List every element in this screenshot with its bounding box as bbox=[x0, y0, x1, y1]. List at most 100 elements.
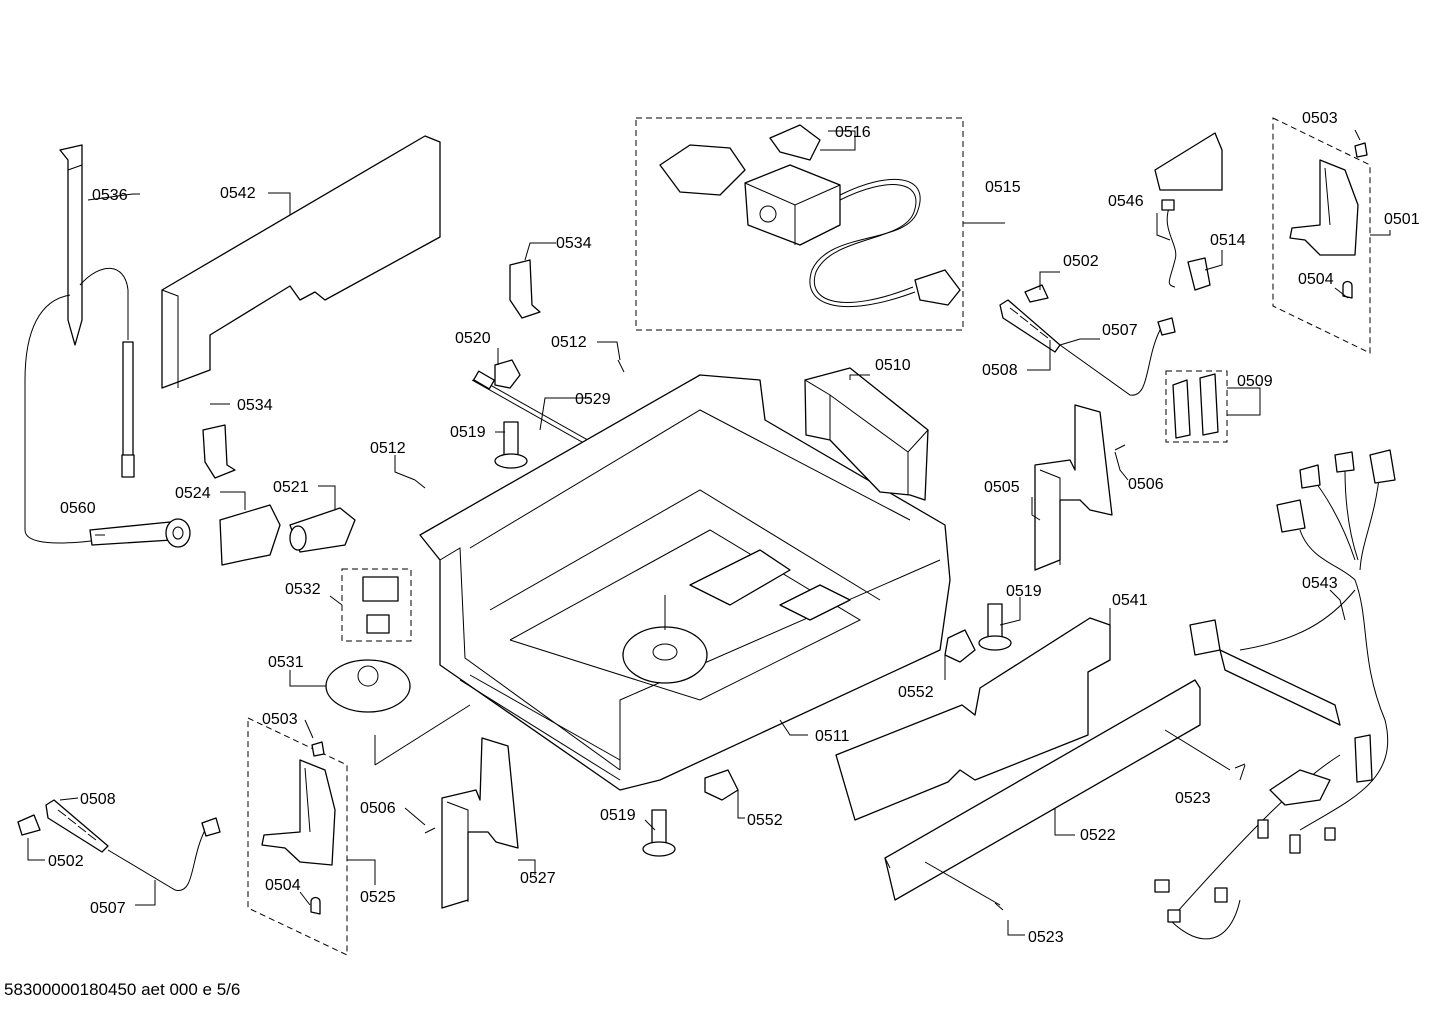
wire-0507-bottom bbox=[107, 817, 221, 891]
label-0505: 0505 bbox=[984, 479, 1020, 496]
label-0527: 0527 bbox=[520, 870, 556, 887]
hinge-parts-0509 bbox=[1172, 373, 1219, 439]
label-0542: 0542 bbox=[220, 185, 256, 202]
label-0524: 0524 bbox=[175, 485, 211, 502]
connector-0514 bbox=[1187, 257, 1211, 291]
label-0504-top: 0504 bbox=[1298, 271, 1334, 288]
label-0507-top: 0507 bbox=[1102, 322, 1138, 339]
screw-0506-bottom bbox=[424, 827, 436, 834]
label-0519-bottom: 0519 bbox=[600, 807, 636, 824]
label-0501: 0501 bbox=[1384, 211, 1420, 228]
label-0516: 0516 bbox=[835, 124, 871, 141]
screw-0506-right bbox=[1114, 444, 1126, 451]
label-0512-top: 0512 bbox=[551, 334, 587, 351]
base-frame-0511 bbox=[419, 374, 951, 791]
panel-0542 bbox=[161, 135, 441, 389]
bracket-0527 bbox=[441, 737, 519, 909]
harness-0543 bbox=[1154, 449, 1396, 940]
footer-code: 58300000180450 aet 000 e 5/6 bbox=[4, 980, 241, 999]
label-0519-top: 0519 bbox=[450, 424, 486, 441]
sensor-0560 bbox=[89, 518, 191, 548]
label-0534-top: 0534 bbox=[556, 235, 592, 252]
relay-0532 bbox=[362, 576, 399, 634]
part-0520 bbox=[494, 359, 521, 389]
clip-0534-left bbox=[202, 424, 236, 479]
label-0541: 0541 bbox=[1112, 592, 1148, 609]
foot-0519-c bbox=[642, 809, 676, 857]
label-0552-bottom: 0552 bbox=[747, 812, 783, 829]
label-0503-bottom: 0503 bbox=[262, 711, 298, 728]
label-0507-bottom: 0507 bbox=[90, 900, 126, 917]
label-0552-right: 0552 bbox=[898, 684, 934, 701]
spring-0508-bottom bbox=[45, 799, 109, 853]
screw-0503-top bbox=[1354, 142, 1368, 158]
label-0519-right: 0519 bbox=[1006, 583, 1042, 600]
label-0522: 0522 bbox=[1080, 827, 1116, 844]
group-box-0509 bbox=[1165, 370, 1228, 443]
box-0515 bbox=[744, 164, 841, 246]
label-0512-left: 0512 bbox=[370, 440, 406, 457]
label-0502-bottom: 0502 bbox=[48, 853, 84, 870]
screw-0512-a bbox=[617, 359, 625, 373]
label-0506-bottom: 0506 bbox=[360, 800, 396, 817]
label-0523-right: 0523 bbox=[1175, 790, 1211, 807]
label-0503-top: 0503 bbox=[1302, 110, 1338, 127]
label-0546: 0546 bbox=[1108, 193, 1144, 210]
wire-0546 bbox=[1161, 199, 1177, 288]
group-box-0501 bbox=[1272, 117, 1371, 354]
module-0510 bbox=[804, 367, 929, 501]
label-0521: 0521 bbox=[273, 479, 309, 496]
disk-0531 bbox=[325, 659, 471, 766]
label-0515: 0515 bbox=[985, 179, 1021, 196]
label-0514: 0514 bbox=[1210, 232, 1246, 249]
screw-0503-bottom bbox=[311, 741, 325, 757]
clip-0552-right bbox=[944, 629, 976, 663]
label-0523-bottom: 0523 bbox=[1028, 929, 1064, 946]
clip-0534-top bbox=[509, 259, 541, 319]
bracket-0505 bbox=[1034, 404, 1113, 571]
label-0536: 0536 bbox=[92, 187, 128, 204]
board-0546 bbox=[1154, 132, 1223, 191]
panel-0541 bbox=[835, 617, 1111, 821]
cover-0515 bbox=[659, 144, 746, 196]
rod-0536 bbox=[24, 144, 135, 544]
label-0525: 0525 bbox=[360, 889, 396, 906]
clip-0552-bottom bbox=[704, 769, 739, 801]
clip-0504-bottom bbox=[310, 896, 321, 915]
power-cord-0515 bbox=[809, 178, 961, 308]
label-0534-left: 0534 bbox=[237, 397, 273, 414]
label-0520: 0520 bbox=[455, 330, 491, 347]
clip-0502-top bbox=[1024, 284, 1049, 303]
foot-0519-a bbox=[494, 421, 528, 469]
label-0502-top: 0502 bbox=[1063, 253, 1099, 270]
label-0532: 0532 bbox=[285, 581, 321, 598]
part-labels: 0536 0542 0534 0516 0515 0546 0514 0503 … bbox=[48, 110, 1420, 946]
screw-0523-b bbox=[994, 902, 1004, 911]
part-0524 bbox=[219, 504, 281, 566]
wire-0507-top bbox=[1059, 317, 1176, 396]
label-0510: 0510 bbox=[875, 357, 911, 374]
label-0506-right: 0506 bbox=[1128, 476, 1164, 493]
label-0511: 0511 bbox=[815, 728, 850, 745]
label-0504-bottom: 0504 bbox=[265, 877, 301, 894]
pump-0521 bbox=[289, 507, 356, 553]
panel-0522 bbox=[884, 679, 1201, 901]
clip-0502-bottom bbox=[17, 814, 41, 836]
label-0560: 0560 bbox=[60, 500, 96, 517]
foot-0519-b bbox=[978, 603, 1012, 651]
label-0508-bottom: 0508 bbox=[80, 791, 116, 808]
label-0529: 0529 bbox=[575, 391, 611, 408]
clip-0504-top bbox=[1342, 280, 1353, 299]
screw-0512-b bbox=[414, 479, 426, 489]
label-0509: 0509 bbox=[1237, 373, 1273, 390]
label-0543: 0543 bbox=[1302, 575, 1338, 592]
leader-lines bbox=[27, 129, 1391, 936]
group-box-0515 bbox=[635, 117, 964, 331]
label-0531: 0531 bbox=[268, 654, 304, 671]
spring-0508-top bbox=[999, 299, 1061, 353]
label-0508-top: 0508 bbox=[982, 362, 1018, 379]
hinge-0525 bbox=[261, 759, 336, 866]
terminal-0516 bbox=[769, 124, 821, 161]
hinge-0501 bbox=[1289, 159, 1359, 256]
